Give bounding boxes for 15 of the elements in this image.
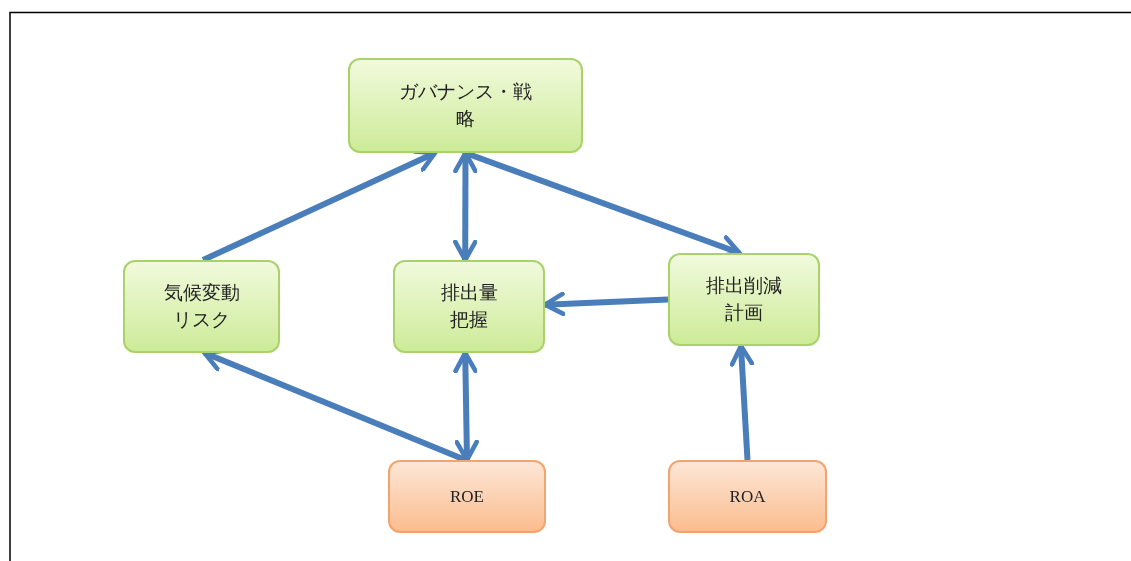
box-label: 気候変動リスク xyxy=(163,280,240,332)
box-label: 排出削減計画 xyxy=(706,273,782,325)
box-label: ガバナンス・戦略 xyxy=(399,79,532,131)
process-box xyxy=(668,460,827,533)
process-box xyxy=(123,260,280,353)
box-label: 排出量把握 xyxy=(440,280,498,332)
process-box xyxy=(348,58,583,153)
arrow xyxy=(453,350,479,463)
box-label: ROE xyxy=(450,485,484,508)
process-box xyxy=(668,253,820,346)
box-label: ROA xyxy=(729,485,766,508)
arrow xyxy=(452,150,478,263)
process-box xyxy=(388,460,546,533)
arrow xyxy=(729,343,755,461)
process-box xyxy=(393,260,545,353)
